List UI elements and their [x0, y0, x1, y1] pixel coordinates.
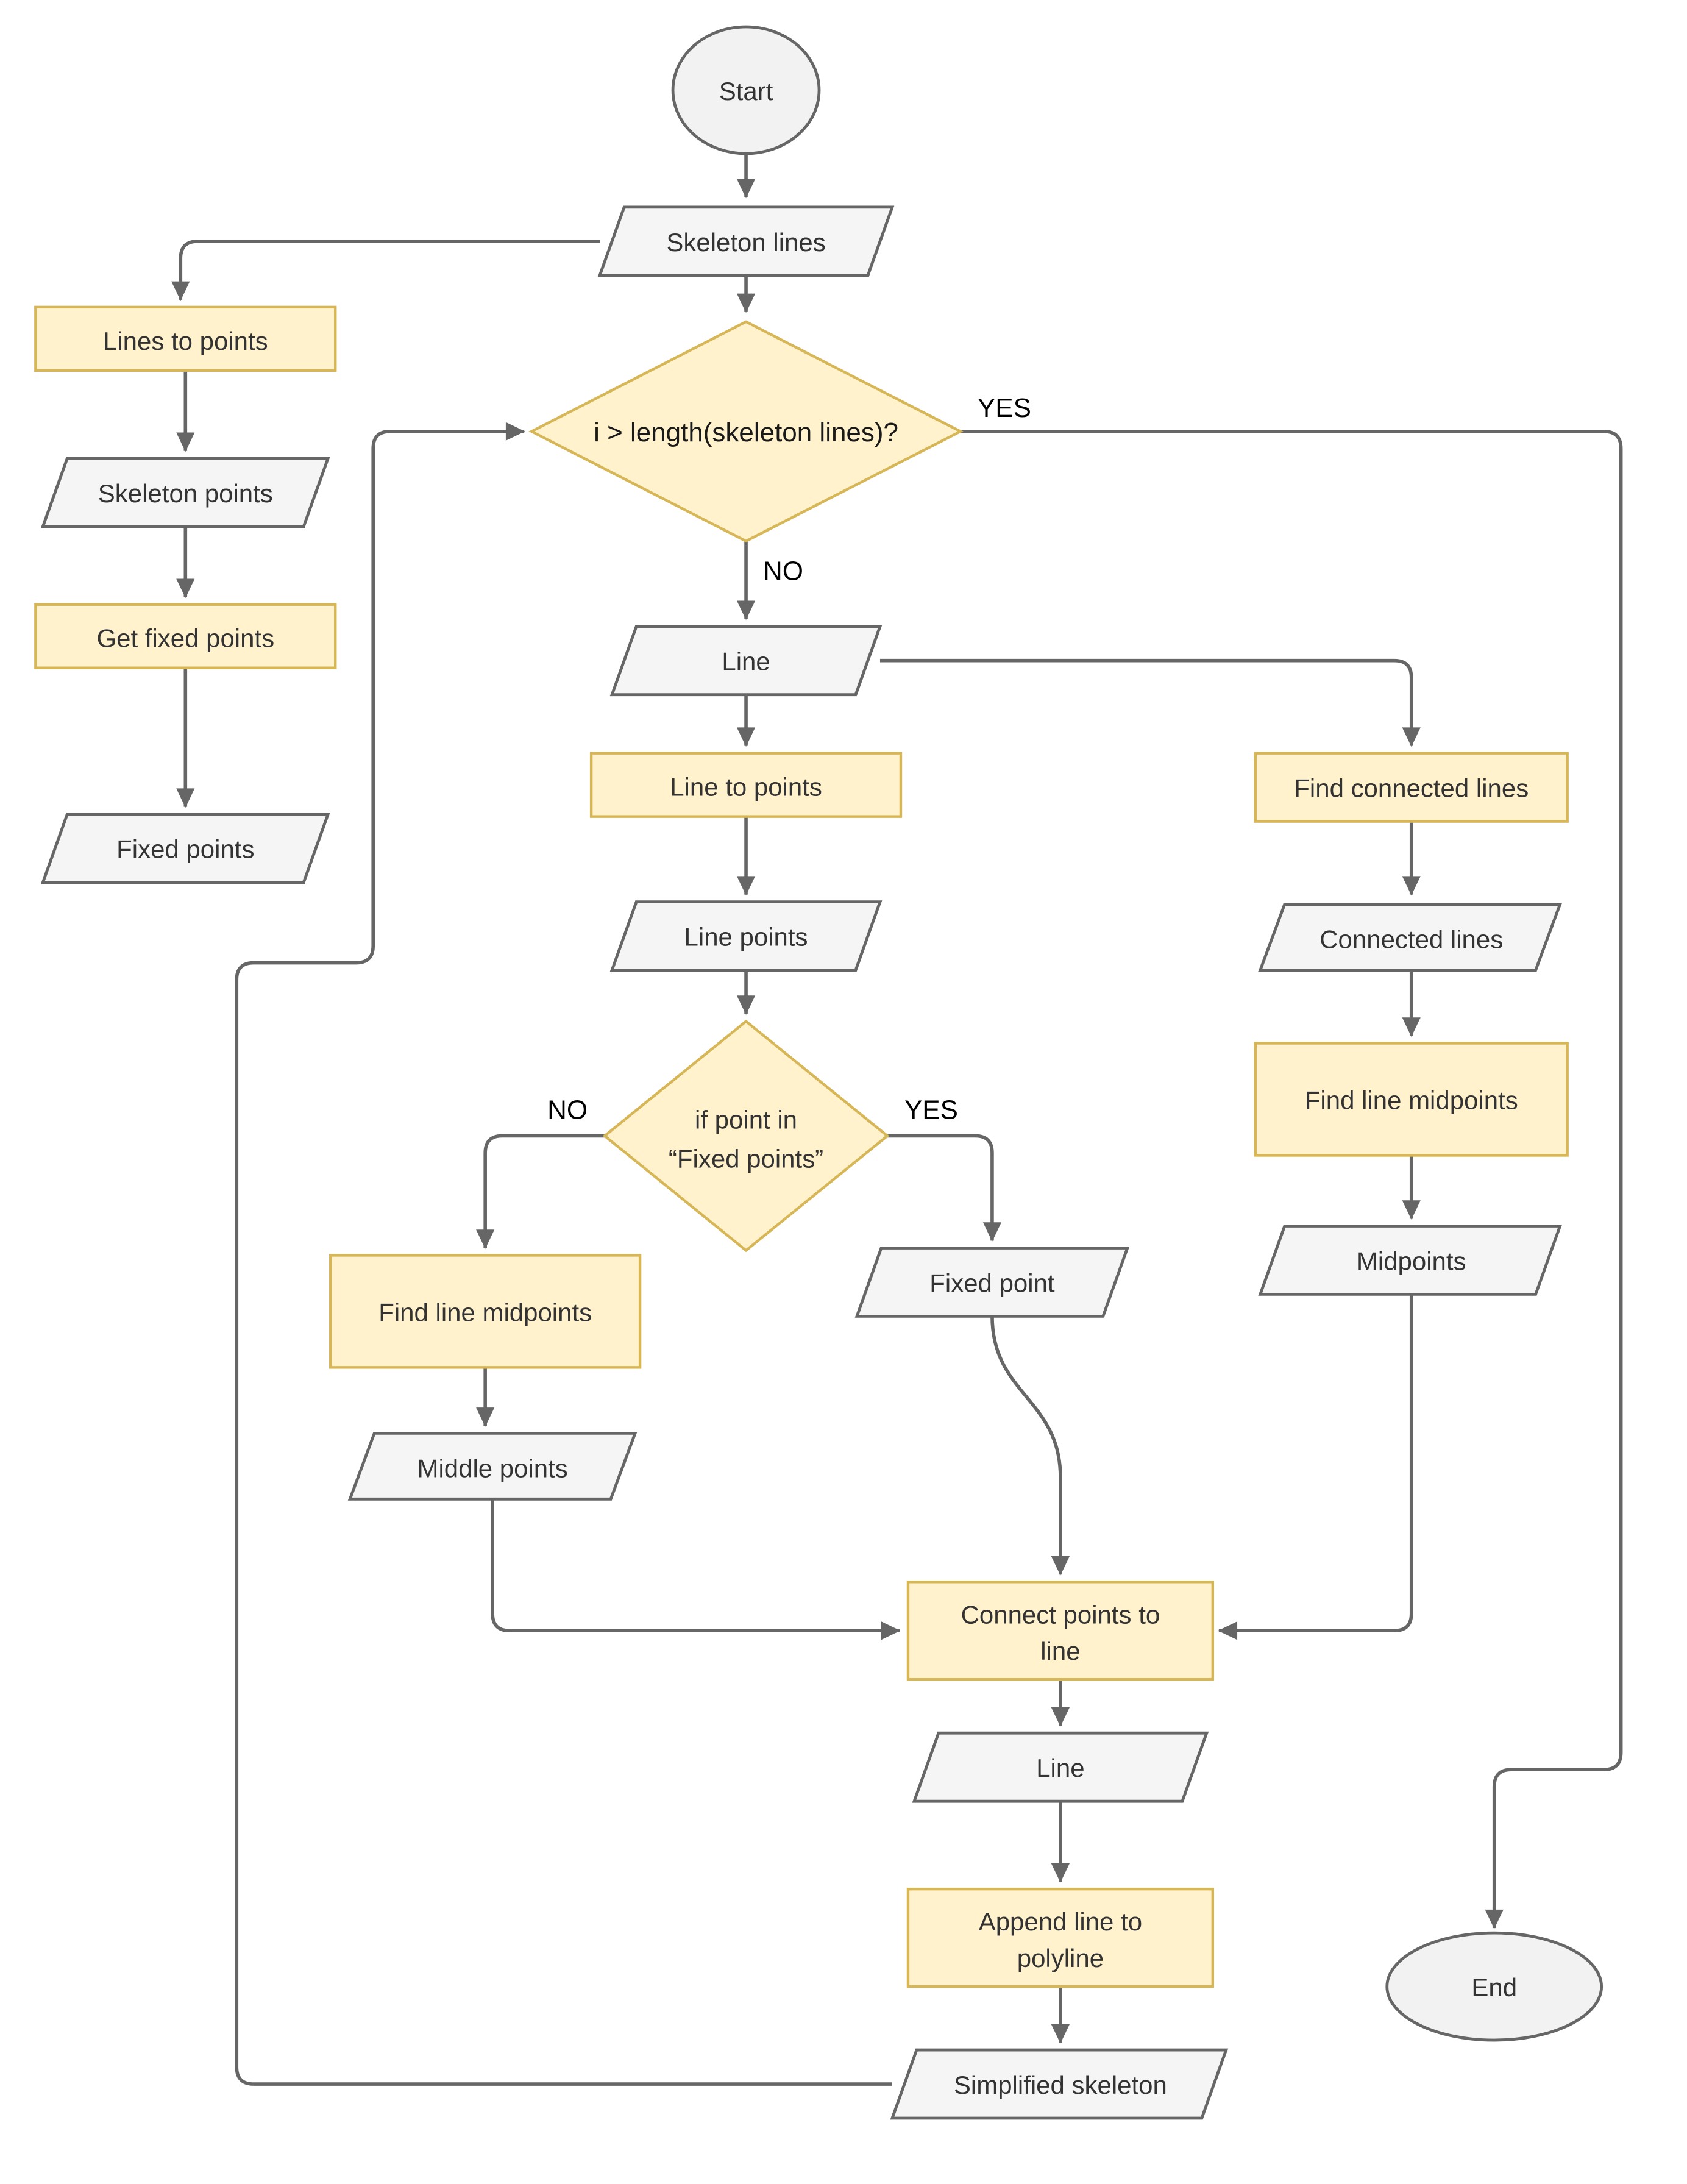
fixed-points-parallelogram — [40, 813, 330, 884]
find-line-midpoints-right-rect — [1254, 1042, 1569, 1157]
node-middle-points: Middle points — [347, 1431, 638, 1501]
edge-line-to-find-connected-lines — [879, 658, 1421, 747]
node-fixed-point: Fixed point — [854, 1247, 1130, 1318]
find-connected-lines-label: Find connected lines — [1294, 774, 1529, 803]
node-loop-decision: i > length(skeleton lines)? — [528, 320, 964, 543]
get-fixed-points-label: Get fixed points — [96, 624, 274, 653]
end-terminator-shape — [1385, 1931, 1604, 2042]
connected-lines-label: Connected lines — [1319, 925, 1503, 954]
node-line-points: Line points — [609, 900, 883, 972]
node-line-out: Line — [912, 1731, 1209, 1803]
append-line-to-polyline-label-line2: polyline — [1017, 1944, 1104, 1972]
label-point-yes: YES — [904, 1095, 958, 1125]
point-decision-label-line2: “Fixed points” — [669, 1144, 823, 1173]
edge-point-decision-no-to-find-line-midpoints — [476, 1134, 605, 1249]
skeleton-lines-label: Skeleton lines — [666, 228, 825, 257]
midpoints-parallelogram — [1258, 1225, 1563, 1296]
connected-lines-parallelogram — [1258, 903, 1563, 972]
start-label: Start — [719, 77, 773, 105]
find-connected-lines-rect — [1254, 752, 1569, 823]
node-midpoints: Midpoints — [1258, 1225, 1563, 1296]
simplified-skeleton-parallelogram — [890, 2048, 1229, 2120]
lines-to-points-rect — [34, 305, 337, 372]
middle-points-parallelogram — [347, 1431, 638, 1501]
fixed-point-parallelogram — [854, 1247, 1130, 1318]
midpoints-label: Midpoints — [1357, 1247, 1466, 1275]
end-label: End — [1471, 1973, 1517, 2002]
line-out-label: Line — [1036, 1754, 1084, 1782]
line-to-points-label: Line to points — [670, 773, 822, 802]
fixed-points-label: Fixed points — [116, 835, 254, 864]
connect-points-to-line-label-line2: line — [1040, 1637, 1080, 1665]
node-skeleton-lines: Skeleton lines — [597, 205, 895, 277]
lines-to-points-label: Lines to points — [103, 327, 268, 355]
loop-decision-diamond — [528, 320, 964, 543]
node-connect-points-to-line: Connect points to line — [906, 1581, 1215, 1681]
edge-middle-points-to-connect — [491, 1499, 901, 1640]
point-decision-label-line1: if point in — [695, 1105, 797, 1134]
line-points-parallelogram — [609, 900, 883, 972]
skeleton-lines-parallelogram — [597, 205, 895, 277]
node-skeleton-points: Skeleton points — [40, 457, 330, 528]
node-point-decision: if point in “Fixed points” — [602, 1019, 890, 1253]
node-line-to-points: Line to points — [589, 752, 903, 818]
node-lines-to-points: Lines to points — [34, 305, 337, 372]
edges — [171, 153, 1623, 2086]
line-in-parallelogram — [609, 625, 883, 697]
middle-points-label: Middle points — [417, 1454, 568, 1482]
skeleton-points-parallelogram — [40, 457, 330, 528]
node-connected-lines: Connected lines — [1258, 903, 1563, 972]
node-end: End — [1385, 1931, 1604, 2042]
edge-point-decision-yes-to-fixed-point — [887, 1134, 1002, 1242]
append-line-to-polyline-label-line1: Append line to — [979, 1907, 1142, 1936]
line-in-label: Line — [722, 647, 770, 676]
node-find-connected-lines: Find connected lines — [1254, 752, 1569, 823]
line-out-parallelogram — [912, 1731, 1209, 1803]
node-append-line-to-polyline: Append line to polyline — [906, 1887, 1215, 1988]
connect-points-to-line-rect — [906, 1581, 1215, 1681]
line-points-label: Line points — [684, 923, 808, 951]
label-point-no: NO — [547, 1095, 588, 1125]
append-line-to-polyline-rect — [906, 1887, 1215, 1988]
label-loop-yes: YES — [978, 393, 1031, 423]
simplified-skeleton-label: Simplified skeleton — [954, 2071, 1167, 2099]
point-decision-diamond — [602, 1019, 890, 1253]
edge-loop-decision-yes-to-end — [960, 430, 1623, 1929]
edge-midpoints-to-connect — [1218, 1294, 1413, 1640]
node-get-fixed-points: Get fixed points — [34, 603, 337, 669]
label-loop-no: NO — [763, 557, 803, 586]
edge-fixed-point-to-connect — [990, 1316, 1070, 1576]
node-find-line-midpoints-right: Find line midpoints — [1254, 1042, 1569, 1157]
fixed-point-label: Fixed point — [929, 1268, 1055, 1297]
node-find-line-midpoints-left: Find line midpoints — [329, 1254, 642, 1369]
node-start: Start — [671, 25, 821, 155]
edge-simplified-skeleton-loop-to-decision — [235, 422, 892, 2086]
connect-points-to-line-label-line1: Connect points to — [961, 1600, 1160, 1629]
start-terminator-shape — [671, 25, 821, 155]
node-line-in: Line — [609, 625, 883, 697]
loop-decision-label: i > length(skeleton lines)? — [594, 418, 898, 447]
edge-skeleton-lines-to-lines-to-points — [171, 240, 600, 301]
get-fixed-points-rect — [34, 603, 337, 669]
find-line-midpoints-right-label: Find line midpoints — [1305, 1086, 1518, 1114]
skeleton-points-label: Skeleton points — [98, 479, 273, 508]
line-to-points-rect — [589, 752, 903, 818]
find-line-midpoints-left-rect — [329, 1254, 642, 1369]
node-fixed-points: Fixed points — [40, 813, 330, 884]
node-simplified-skeleton: Simplified skeleton — [890, 2048, 1229, 2120]
find-line-midpoints-left-label: Find line midpoints — [378, 1298, 592, 1326]
